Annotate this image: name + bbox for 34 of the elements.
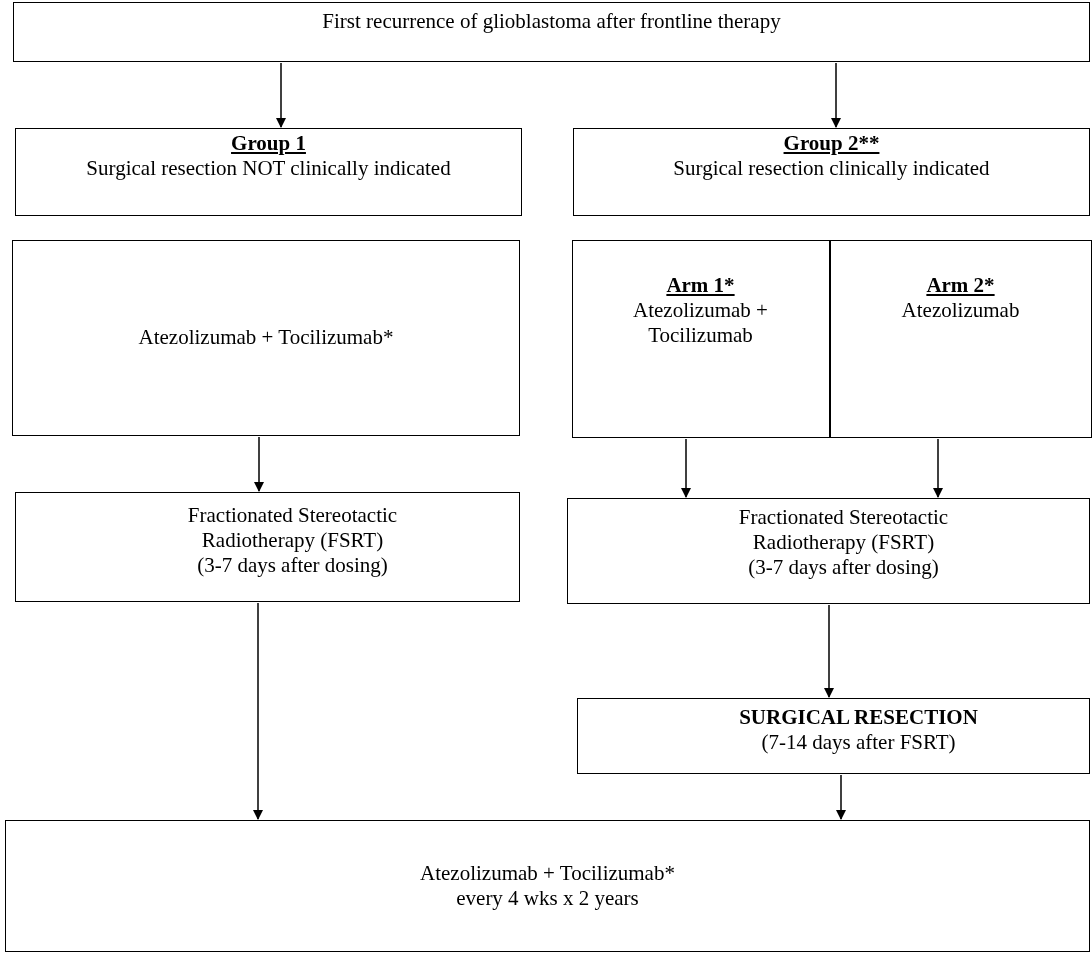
- arrow: [254, 436, 264, 492]
- group-heading: Group 2**: [783, 131, 880, 157]
- arrow: [253, 602, 263, 820]
- group-heading: Arm 1*: [666, 272, 735, 298]
- box-text: Fractionated Stereotactic Radiotherapy (FSRT): [737, 505, 950, 556]
- arrow: [824, 604, 834, 698]
- box-text: Atezolizumab: [901, 297, 1020, 323]
- box-text: Atezolizumab + Tocilizumab*: [420, 860, 675, 886]
- process-box: [13, 2, 1090, 62]
- box-text: (3-7 days after dosing): [748, 555, 939, 581]
- process-box: [15, 492, 520, 602]
- arrow: [933, 438, 943, 498]
- box-text: Atezolizumab + Tocilizumab*: [138, 325, 394, 351]
- box-text: Fractionated Stereotactic Radiotherapy (FSRT): [186, 503, 399, 554]
- box-text: Surgical resection NOT clinically indicated: [86, 156, 451, 182]
- process-box: [573, 128, 1090, 216]
- box-text: First recurrence of glioblastoma after frontline therapy: [322, 9, 781, 35]
- arrow: [836, 774, 846, 820]
- box-text: Surgical resection clinically indicated: [673, 156, 990, 182]
- arrow: [681, 438, 691, 498]
- step-heading: SURGICAL RESECTION: [739, 705, 978, 731]
- group-heading: Arm 2*: [926, 272, 995, 298]
- arrow: [276, 62, 286, 128]
- box-text: (3-7 days after dosing): [197, 553, 388, 579]
- process-box: [577, 698, 1090, 774]
- box-text: Atezolizumab + Tocilizumab: [632, 297, 769, 349]
- box-text: every 4 wks x 2 years: [456, 886, 639, 912]
- group-heading: Group 1: [231, 131, 306, 157]
- process-box: [567, 498, 1090, 604]
- process-box: [5, 820, 1090, 952]
- box-text: (7-14 days after FSRT): [761, 730, 956, 756]
- process-box: [12, 240, 520, 436]
- process-box: [15, 128, 522, 216]
- arrow: [831, 62, 841, 128]
